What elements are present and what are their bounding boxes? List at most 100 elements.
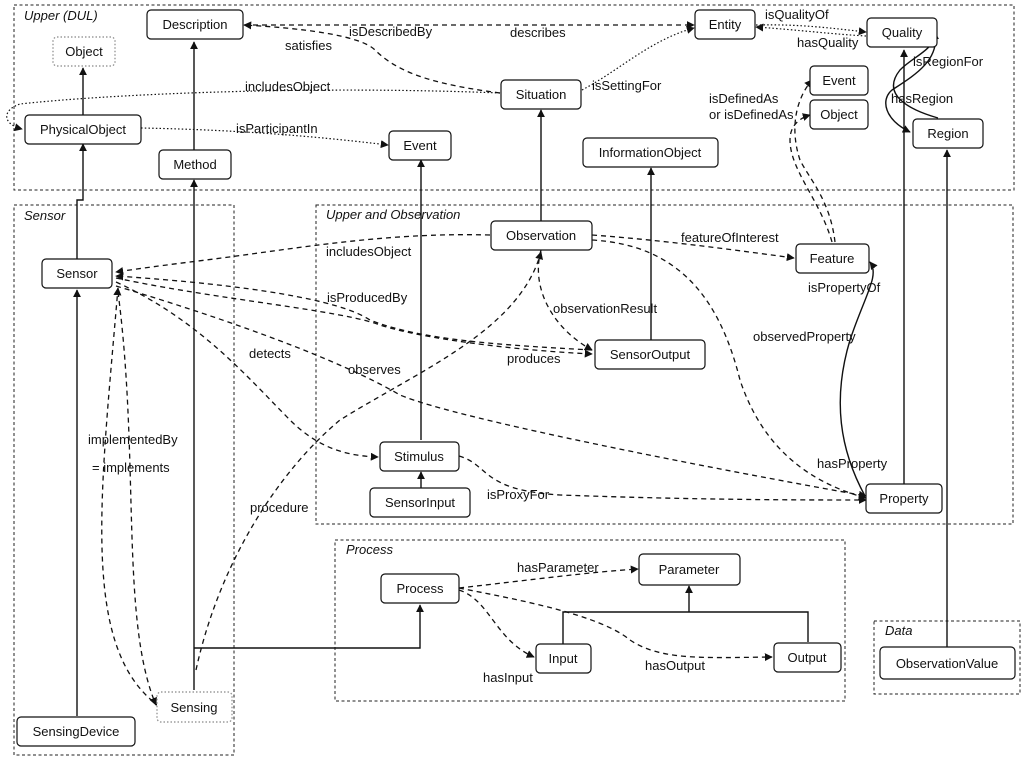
edge-sensing-process (194, 604, 424, 649)
label-observed-property: observedProperty (753, 329, 856, 344)
edge-labels: isDescribedBy satisfies describes isQual… (88, 7, 984, 685)
label-is-setting-for: isSettingFor (592, 78, 662, 93)
label-is-produced-by: isProducedBy (327, 290, 408, 305)
label-is-proxy-for: isProxyFor (487, 487, 550, 502)
edge-process-output (458, 587, 773, 662)
node-sensor-label: Sensor (56, 266, 98, 281)
label-has-input: hasInput (483, 670, 533, 685)
node-sensor-input-label: SensorInput (385, 495, 455, 510)
node-sensor[interactable]: Sensor (41, 258, 113, 289)
node-property-label: Property (879, 491, 929, 506)
node-event-right-label: Event (822, 73, 856, 88)
label-describes: describes (510, 25, 566, 40)
node-input[interactable]: Input (535, 643, 592, 674)
node-process[interactable]: Process (380, 573, 460, 604)
node-output[interactable]: Output (773, 642, 842, 673)
edge-sensor-property (115, 285, 867, 499)
edge-quality-region (885, 31, 937, 133)
edge-sensor-stimulus (115, 281, 379, 461)
label-has-parameter: hasParameter (517, 560, 599, 575)
node-object-right[interactable]: Object (809, 99, 869, 130)
node-event-right[interactable]: Event (809, 65, 869, 96)
node-stimulus[interactable]: Stimulus (379, 441, 460, 472)
label-satisfies: satisfies (285, 38, 332, 53)
node-method[interactable]: Method (158, 149, 232, 180)
label-feature-of-interest: featureOfInterest (681, 230, 779, 245)
edge-quality-entity (755, 23, 867, 37)
node-situation[interactable]: Situation (500, 79, 582, 110)
label-observes: observes (348, 362, 401, 377)
node-description[interactable]: Description (146, 9, 244, 40)
edge-sensor-physicalobject (76, 143, 87, 259)
node-physical-object-label: PhysicalObject (40, 122, 126, 137)
group-upper-observation: Upper and Observation (315, 204, 1014, 525)
node-event-mid[interactable]: Event (388, 130, 452, 161)
group-upper-observation-title: Upper and Observation (326, 207, 460, 222)
node-object-top-label: Object (65, 44, 103, 59)
label-is-property-of: isPropertyOf (808, 280, 881, 295)
label-procedure: procedure (250, 500, 309, 515)
node-sensing[interactable]: Sensing (156, 691, 233, 723)
label-implemented-by: implementedBy (88, 432, 178, 447)
edges (6, 21, 951, 716)
node-input-label: Input (549, 651, 578, 666)
edge-sensor-sensing (117, 291, 157, 706)
node-situation-label: Situation (516, 87, 567, 102)
edge-observation-sensor (115, 234, 491, 275)
edge-property-feature (839, 261, 878, 497)
node-region[interactable]: Region (912, 118, 984, 149)
node-sensing-device-label: SensingDevice (33, 724, 120, 739)
group-upper-dul: Upper (DUL) (13, 4, 1015, 191)
node-entity-label: Entity (709, 17, 742, 32)
node-information-object[interactable]: InformationObject (582, 137, 719, 168)
edge-observation-sensoroutput (537, 249, 593, 351)
edge-sensing-sensor (101, 287, 161, 708)
node-stimulus-label: Stimulus (394, 449, 444, 464)
node-object-top[interactable]: Object (52, 36, 116, 67)
edge-feature-object (789, 113, 833, 243)
node-observation-label: Observation (506, 228, 576, 243)
node-description-label: Description (162, 17, 227, 32)
group-upper-dul-title: Upper (DUL) (24, 8, 98, 23)
label-has-output: hasOutput (645, 658, 705, 673)
node-sensor-output[interactable]: SensorOutput (594, 339, 706, 370)
label-is-described-by: isDescribedBy (349, 24, 433, 39)
edge-sensing-observation (195, 251, 543, 671)
node-quality[interactable]: Quality (866, 17, 938, 48)
group-process-title: Process (346, 542, 393, 557)
node-method-label: Method (173, 157, 216, 172)
node-sensing-label: Sensing (171, 700, 218, 715)
node-feature[interactable]: Feature (795, 243, 870, 274)
label-has-property: hasProperty (817, 456, 888, 471)
node-sensor-input[interactable]: SensorInput (369, 487, 471, 518)
node-observation[interactable]: Observation (490, 220, 593, 251)
label-is-defined-as: isDefinedAs (709, 91, 779, 106)
node-observation-value[interactable]: ObservationValue (879, 646, 1016, 680)
node-physical-object[interactable]: PhysicalObject (24, 114, 142, 145)
edge-situation-description (243, 21, 501, 94)
edge-observation-property (591, 239, 867, 500)
node-property[interactable]: Property (865, 483, 943, 514)
label-observation-result: observationResult (553, 301, 657, 316)
edge-input-output-bar (562, 611, 809, 644)
node-observation-value-label: ObservationValue (896, 656, 998, 671)
node-entity[interactable]: Entity (694, 9, 756, 40)
node-sensing-device[interactable]: SensingDevice (16, 716, 136, 747)
node-parameter[interactable]: Parameter (638, 553, 741, 586)
node-output-label: Output (787, 650, 826, 665)
edge-process-parameter (458, 565, 639, 589)
node-quality-label: Quality (882, 25, 923, 40)
label-has-quality: hasQuality (797, 35, 859, 50)
label-detects: detects (249, 346, 291, 361)
node-parameter-label: Parameter (659, 562, 720, 577)
group-process: Process (334, 539, 846, 702)
group-sensor: Sensor (13, 204, 235, 756)
label-produces: produces (507, 351, 561, 366)
label-is-participant-in: isParticipantIn (236, 121, 318, 136)
label-implements: = implements (92, 460, 170, 475)
node-sensor-output-label: SensorOutput (610, 347, 691, 362)
group-sensor-title: Sensor (24, 208, 66, 223)
group-data-title: Data (885, 623, 912, 638)
edge-stimulus-property (458, 455, 867, 504)
edge-process-input (458, 589, 535, 658)
